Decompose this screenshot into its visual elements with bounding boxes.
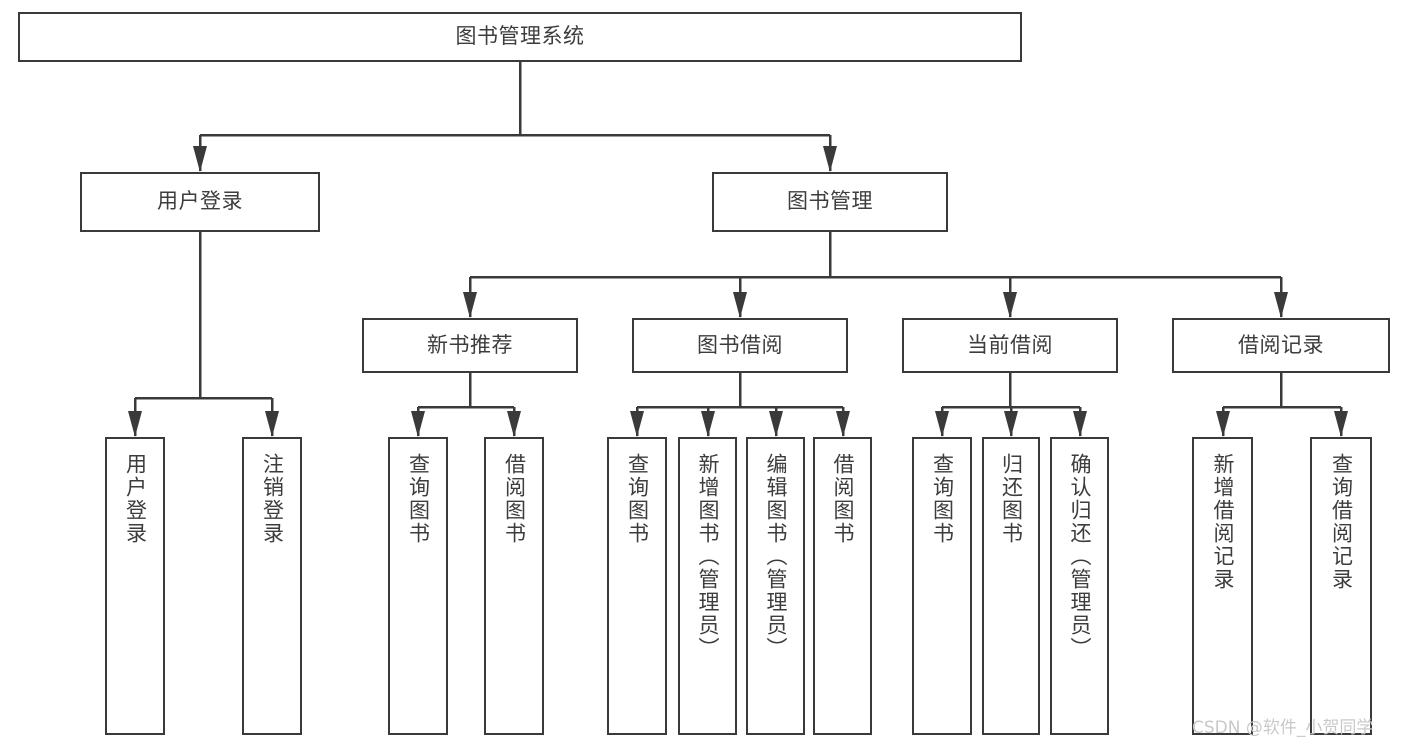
node-label: 当前借阅 [967,332,1053,357]
node-l-query1[interactable]: 查询图书 [388,437,448,735]
edge-arrowhead [128,411,142,437]
node-label: 用户登录 [123,453,148,545]
edge-arrowhead [1073,411,1087,437]
edge-arrowhead [1004,411,1018,437]
edge-arrowhead [193,146,207,172]
node-l-borrow2[interactable]: 借阅图书 [813,437,872,735]
node-label: 图书管理 [787,189,873,214]
node-current[interactable]: 当前借阅 [902,318,1118,373]
node-newbook[interactable]: 新书推荐 [362,318,578,373]
node-l-confirm[interactable]: 确认归还（管理员） [1050,437,1109,735]
edge-arrowhead [701,411,715,437]
node-label: 查询借阅记录 [1329,453,1354,591]
node-label: 编辑图书（管理员） [763,453,788,660]
node-label: 新增图书（管理员） [695,453,720,660]
edge-arrowhead [836,411,850,437]
node-l-query3[interactable]: 查询图书 [912,437,972,735]
node-label: 查询图书 [930,453,955,545]
edge-arrowhead [1334,411,1348,437]
node-label: 图书管理系统 [455,24,585,49]
node-l-add[interactable]: 新增图书（管理员） [678,437,737,735]
node-login[interactable]: 用户登录 [80,172,320,232]
node-label: 图书借阅 [697,332,783,357]
edge-arrowhead [630,411,644,437]
node-root[interactable]: 图书管理系统 [18,12,1022,62]
node-label: 新书推荐 [427,332,513,357]
node-label: 借阅图书 [830,453,855,545]
edge-arrowhead [1274,292,1288,318]
edge-arrowhead [265,411,279,437]
edge-arrowhead [1003,292,1017,318]
edge-arrowhead [1216,411,1230,437]
edge-arrowhead [935,411,949,437]
node-bookmgmt[interactable]: 图书管理 [712,172,948,232]
node-label: 归还图书 [999,453,1024,545]
node-l-logout[interactable]: 注销登录 [242,437,302,735]
node-l-queryrec[interactable]: 查询借阅记录 [1310,437,1372,735]
node-l-addrec[interactable]: 新增借阅记录 [1192,437,1253,735]
edge-arrowhead [411,411,425,437]
edge-arrowhead [823,146,837,172]
edge-arrowhead [463,292,477,318]
node-label: 借阅记录 [1238,332,1324,357]
node-l-login[interactable]: 用户登录 [105,437,165,735]
node-label: 借阅图书 [502,453,527,545]
edge-arrowhead [507,411,521,437]
edge-arrowhead [769,411,783,437]
node-borrow[interactable]: 图书借阅 [632,318,848,373]
node-l-return[interactable]: 归还图书 [982,437,1040,735]
node-l-query2[interactable]: 查询图书 [607,437,667,735]
node-l-edit[interactable]: 编辑图书（管理员） [746,437,805,735]
node-label: 查询图书 [625,453,650,545]
edge-arrowhead [733,292,747,318]
node-label: 用户登录 [157,189,243,214]
node-label: 确认归还（管理员） [1067,453,1092,660]
node-label: 查询图书 [406,453,431,545]
node-label: 新增借阅记录 [1210,453,1235,591]
node-label: 注销登录 [260,453,285,545]
node-records[interactable]: 借阅记录 [1172,318,1390,373]
node-l-borrow1[interactable]: 借阅图书 [484,437,544,735]
